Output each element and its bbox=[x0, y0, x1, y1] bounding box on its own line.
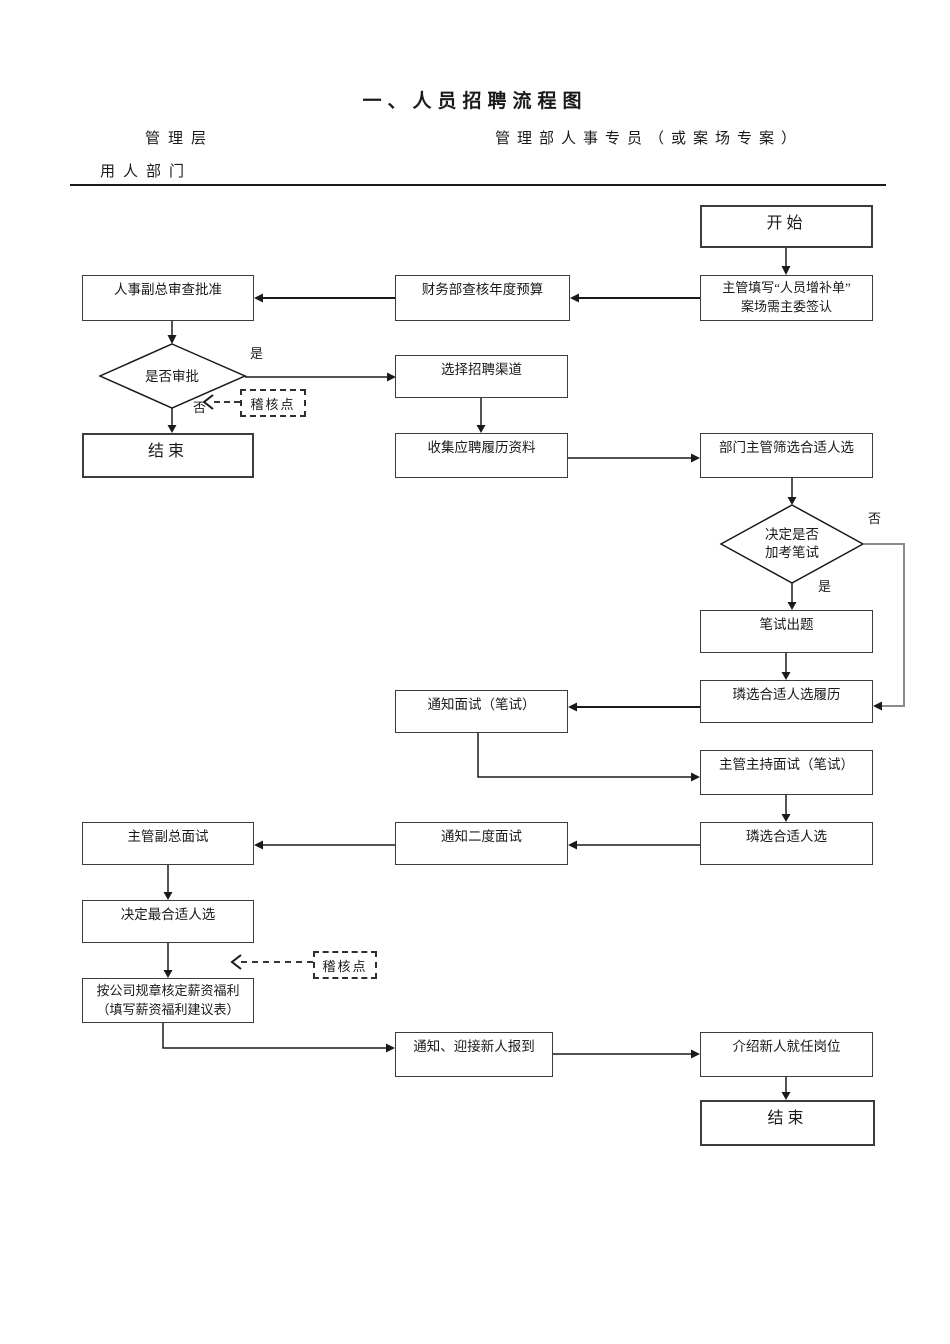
arrowhead-open-left-icon bbox=[230, 954, 242, 970]
node-end-left: 结束 bbox=[82, 433, 254, 478]
decision1-yes-label: 是 bbox=[250, 346, 264, 361]
header-divider bbox=[70, 184, 886, 186]
arrowhead-left-icon bbox=[570, 293, 579, 303]
decision1-no-label: 否 bbox=[193, 400, 207, 415]
node-select-resume: 璘选合适人选履历 bbox=[700, 680, 873, 723]
arrowhead-right-icon bbox=[386, 1043, 395, 1053]
decision1-label: 是否审批 bbox=[145, 369, 199, 384]
lane-label-management: 管理层 bbox=[145, 131, 215, 147]
page-title: 一、人员招聘流程图 bbox=[362, 91, 588, 112]
audit-point-1: 稽核点 bbox=[240, 389, 306, 417]
arrowhead-down-icon bbox=[781, 672, 791, 680]
arrowhead-open-left-icon bbox=[202, 394, 214, 410]
arrowhead-right-icon bbox=[387, 372, 396, 382]
arrowhead-down-icon bbox=[167, 425, 177, 433]
arrowhead-down-icon bbox=[163, 970, 173, 978]
node-written-exam: 笔试出题 bbox=[700, 610, 873, 653]
arrowhead-down-icon bbox=[787, 602, 797, 610]
arrowhead-left-icon bbox=[568, 840, 577, 850]
node-notify-interview: 通知面试（笔试） bbox=[395, 690, 568, 733]
node-host-interview: 主管主持面试（笔试） bbox=[700, 750, 873, 795]
node-choose-channel: 选择招聘渠道 bbox=[395, 355, 568, 398]
arrowhead-down-icon bbox=[781, 1092, 791, 1100]
arrowhead-down-icon bbox=[787, 497, 797, 505]
node-decide-final: 决定最合适人选 bbox=[82, 900, 254, 943]
node-collect-resume: 收集应聘履历资料 bbox=[395, 433, 568, 478]
node-start: 开始 bbox=[700, 205, 873, 248]
node-salary-check: 按公司规章核定薪资福利 （填写薪资福利建议表） bbox=[82, 978, 254, 1023]
node-dept-screen: 部门主管筛选合适人选 bbox=[700, 433, 873, 478]
node-welcome-newcomer: 通知、迎接新人报到 bbox=[395, 1032, 553, 1077]
lane-label-hr-specialist: 管理部人事专员（或案场专案） bbox=[495, 131, 804, 147]
decision2-no-label: 否 bbox=[868, 511, 882, 526]
node-vp-interview: 主管副总面试 bbox=[82, 822, 254, 865]
node-fill-form: 主管填写“人员增补单” 案场需主委签认 bbox=[700, 275, 873, 321]
node-vp-approve: 人事副总审查批准 bbox=[82, 275, 254, 321]
node-budget-check: 财务部查核年度预算 bbox=[395, 275, 570, 321]
lane-label-hiring-department: 用人部门 bbox=[100, 164, 193, 180]
arrowhead-left-icon bbox=[873, 701, 882, 711]
arrowhead-down-icon bbox=[476, 425, 486, 433]
arrowhead-down-icon bbox=[781, 266, 791, 275]
arrowhead-right-icon bbox=[691, 1049, 700, 1059]
decision2-label: 决定是否 加考笔试 bbox=[765, 527, 819, 561]
arrowhead-right-icon bbox=[691, 453, 700, 463]
arrowhead-left-icon bbox=[254, 293, 263, 303]
arrowhead-left-icon bbox=[568, 702, 577, 712]
arrowhead-down-icon bbox=[163, 892, 173, 900]
audit-point-2: 稽核点 bbox=[313, 951, 377, 979]
connector-decision2-no-bypass bbox=[863, 543, 905, 707]
arrowhead-right-icon bbox=[691, 772, 700, 782]
node-end-right: 结束 bbox=[700, 1100, 875, 1146]
arrowhead-down-icon bbox=[167, 335, 177, 344]
connector-salary-to-welcome bbox=[162, 1023, 387, 1049]
arrowhead-down-icon bbox=[781, 814, 791, 822]
node-notify-second-interview: 通知二度面试 bbox=[395, 822, 568, 865]
decision2-yes-label: 是 bbox=[818, 579, 832, 594]
arrowhead-left-icon bbox=[254, 840, 263, 850]
connector-notify-to-host bbox=[477, 733, 692, 778]
node-select-candidate: 璘选合适人选 bbox=[700, 822, 873, 865]
node-introduce-position: 介绍新人就任岗位 bbox=[700, 1032, 873, 1077]
